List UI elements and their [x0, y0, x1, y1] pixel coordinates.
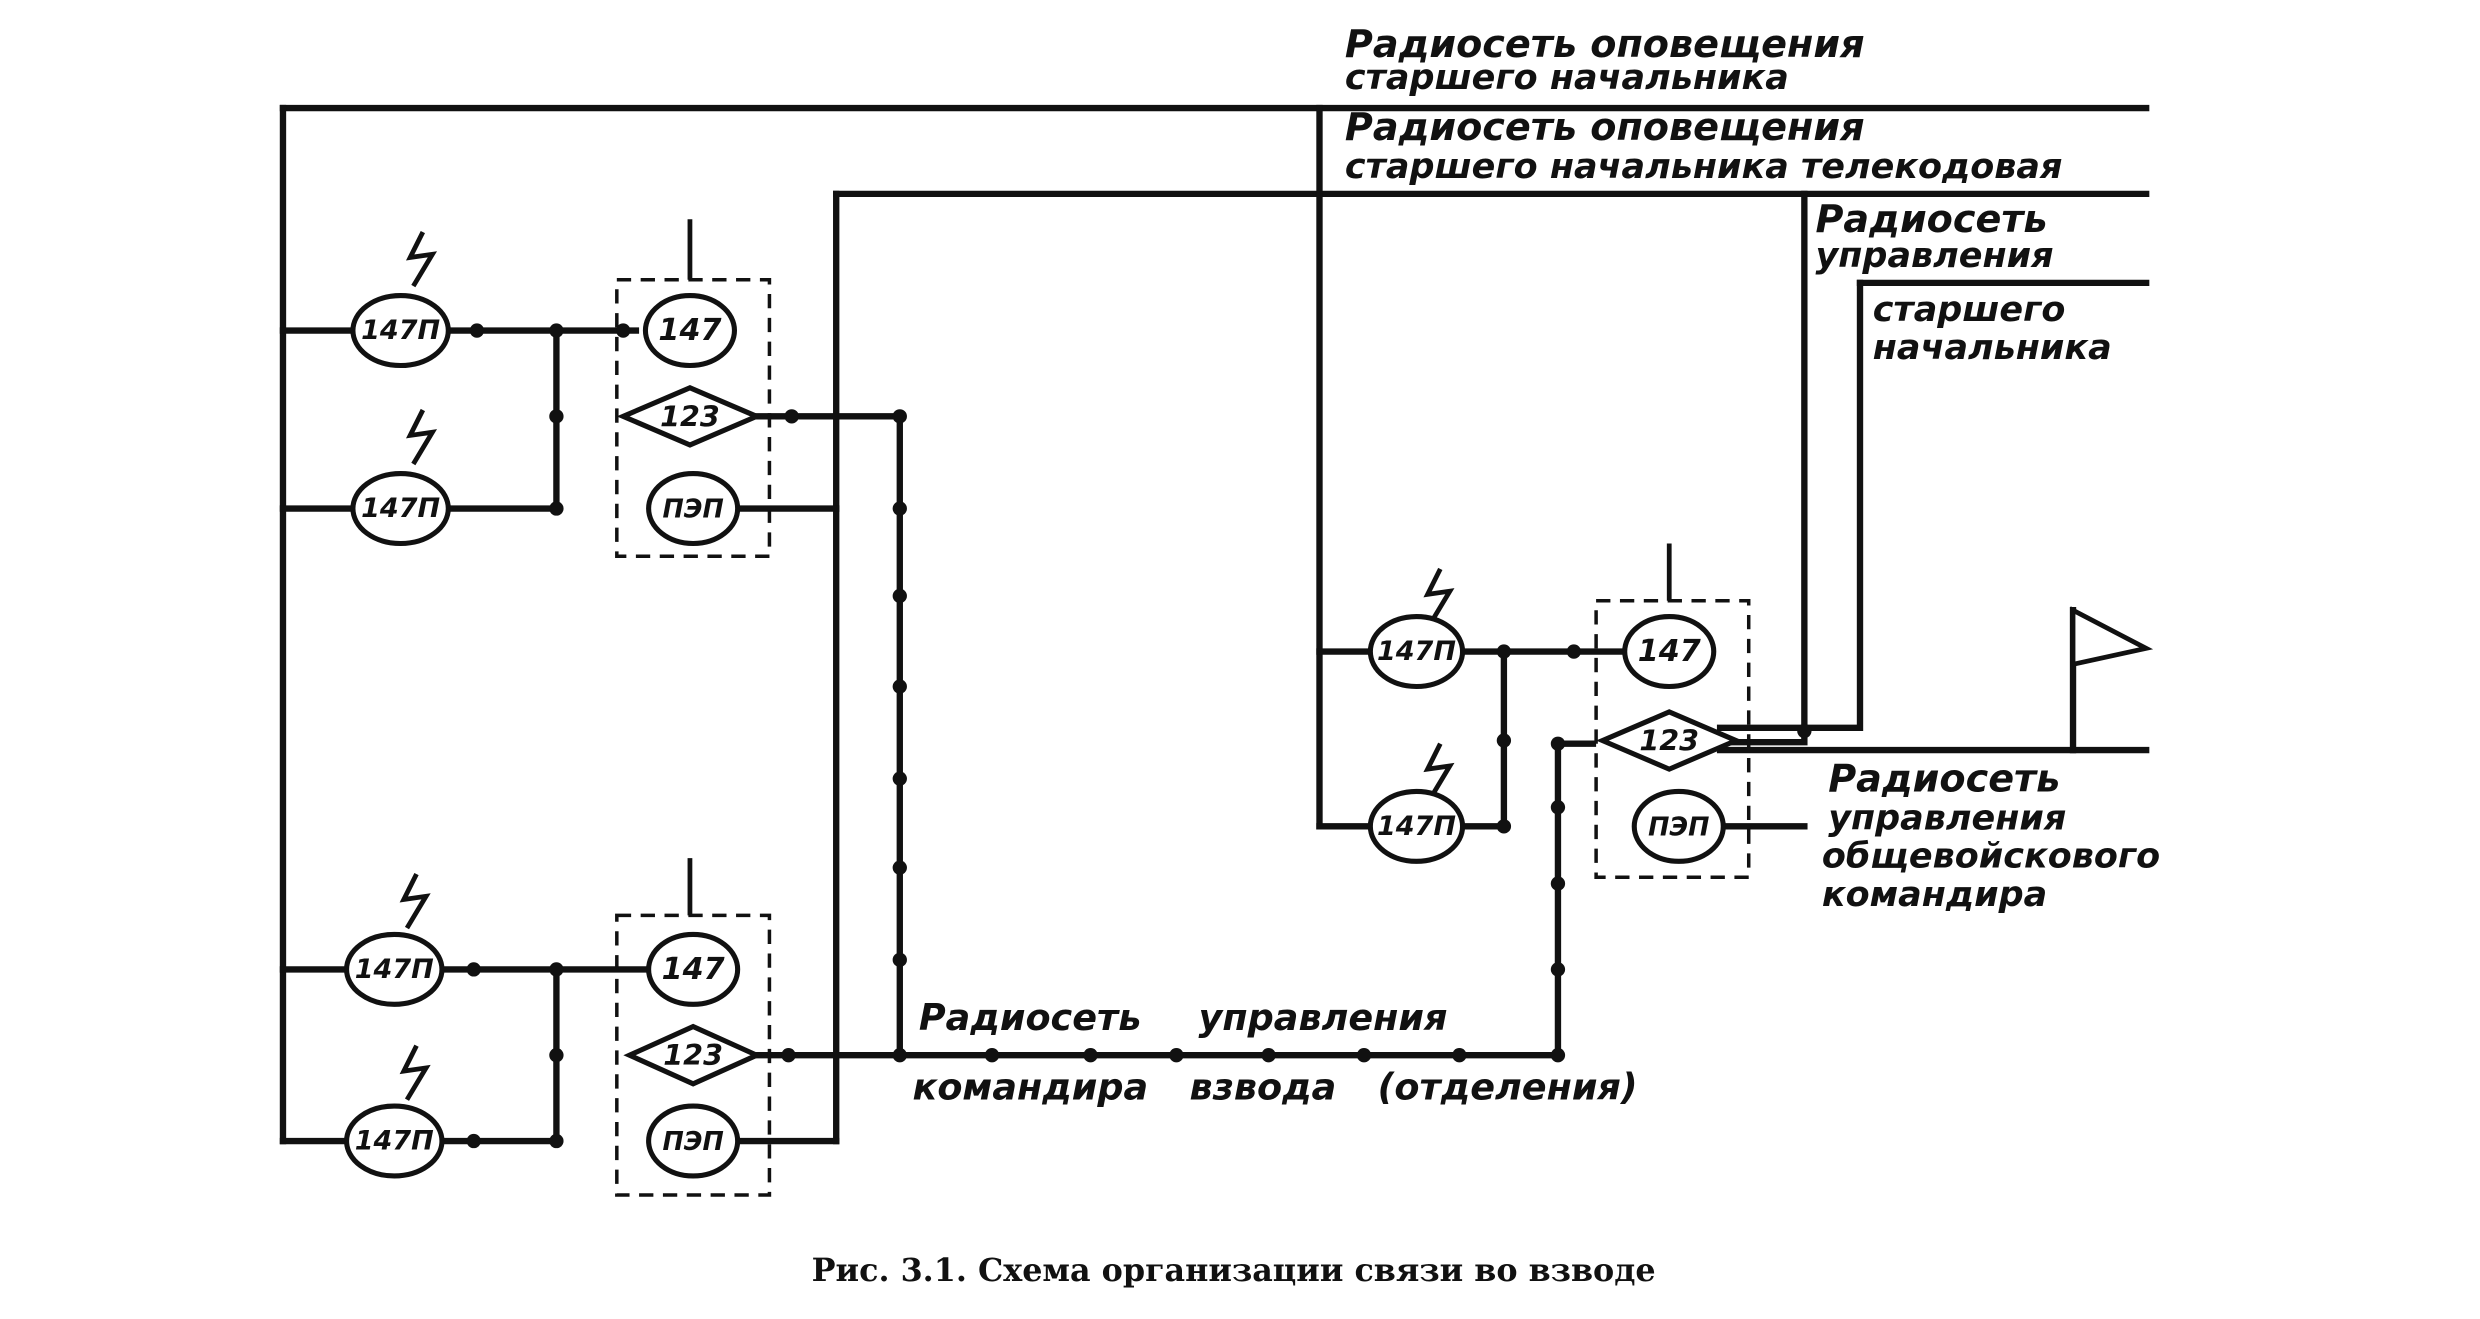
- alert-net-label-line2: старшего начальника: [1345, 58, 1789, 98]
- radio-123-label: 123: [663, 1038, 723, 1072]
- radio-123-node: [623, 1023, 763, 1087]
- combined-arms-label-line1: Радиосеть: [1828, 756, 2060, 800]
- telecode-drop-right: [1729, 190, 1808, 746]
- lightning-icon: [405, 408, 438, 466]
- lightning-icon: [1423, 742, 1455, 799]
- pep-label: ПЭП: [663, 1126, 724, 1156]
- lightning-icon: [405, 230, 438, 288]
- radio-147p-label: 147П: [361, 493, 440, 524]
- platoon-net-right-riser: [1554, 740, 1597, 1059]
- radio-147p-node: [344, 1103, 445, 1179]
- radio-147p-label: 147П: [355, 954, 434, 985]
- platoon-net-label-line1: Радиосеть управления: [919, 996, 1448, 1039]
- radio-147-label: 147: [662, 952, 725, 987]
- combined-arms-label-line2: управления: [1828, 799, 2066, 839]
- platoon-net-label-line2: командира взвода (отделения): [913, 1066, 1638, 1109]
- set-box: [615, 913, 772, 1197]
- alert-telecode-label-line1: Радиосеть оповещения: [1345, 105, 1865, 149]
- alert-telecode-label-line2: старшего начальника телекодовая: [1345, 147, 2063, 187]
- radio-123-label: 123: [1639, 724, 1699, 758]
- lightning-icon: [399, 1044, 431, 1101]
- radio-123-label: 123: [660, 399, 720, 433]
- flag-icon: [2069, 606, 2154, 754]
- pep-label: ПЭП: [663, 494, 724, 524]
- pep-label: ПЭП: [1648, 811, 1709, 841]
- station-group-upper-left: 147П 147П 147 123 ПЭП: [279, 219, 903, 558]
- radio-147p-node: [344, 931, 445, 1007]
- radio-147p-label: 147П: [1377, 636, 1456, 667]
- radio-147p-node: [1367, 614, 1466, 690]
- radio-147p-node: [350, 293, 451, 369]
- senior-control-drop: [1716, 279, 1864, 732]
- radio-147p-label: 147П: [355, 1126, 434, 1157]
- radio-147-node: [646, 931, 741, 1007]
- radio-123-node: [616, 384, 764, 448]
- station-group-right: 147П 147П 147 123 ПЭП: [1316, 543, 1808, 879]
- pep-node: [646, 471, 741, 547]
- alert-net-label-line1: Радиосеть оповещения: [1345, 22, 1865, 66]
- pep-node: [646, 1103, 741, 1179]
- senior-control-label-line2: управления: [1815, 236, 2053, 276]
- set-box: [615, 277, 772, 558]
- radio-147-node: [642, 293, 738, 369]
- radio-147-label: 147: [1638, 634, 1701, 669]
- senior-control-label-line3: старшего: [1873, 290, 2066, 330]
- radio-123-node: [1596, 709, 1743, 772]
- radio-147p-label: 147П: [1377, 811, 1456, 842]
- radio-147p-node: [350, 471, 451, 547]
- radio-147-node: [1622, 614, 1717, 690]
- radio-147p-node: [1367, 788, 1466, 864]
- combined-arms-label-line4: командира: [1822, 875, 2047, 915]
- lightning-icon: [1423, 567, 1455, 625]
- radio-147p-label: 147П: [361, 315, 440, 346]
- senior-control-label-line4: начальника: [1873, 328, 2112, 368]
- station-group-lower-left: 147П 147П 147 123 ПЭП: [279, 858, 903, 1197]
- figure-caption: Рис. 3.1. Схема организации связи во взв…: [812, 1252, 1656, 1289]
- radio-147-label: 147: [658, 313, 721, 348]
- lightning-icon: [399, 872, 431, 930]
- senior-control-label-line1: Радиосеть: [1815, 197, 2047, 241]
- pep-node: [1631, 788, 1726, 864]
- combined-arms-label-line3: общевойскового: [1822, 837, 2160, 877]
- junction-dots: [466, 323, 1812, 1149]
- set-box: [1594, 598, 1751, 879]
